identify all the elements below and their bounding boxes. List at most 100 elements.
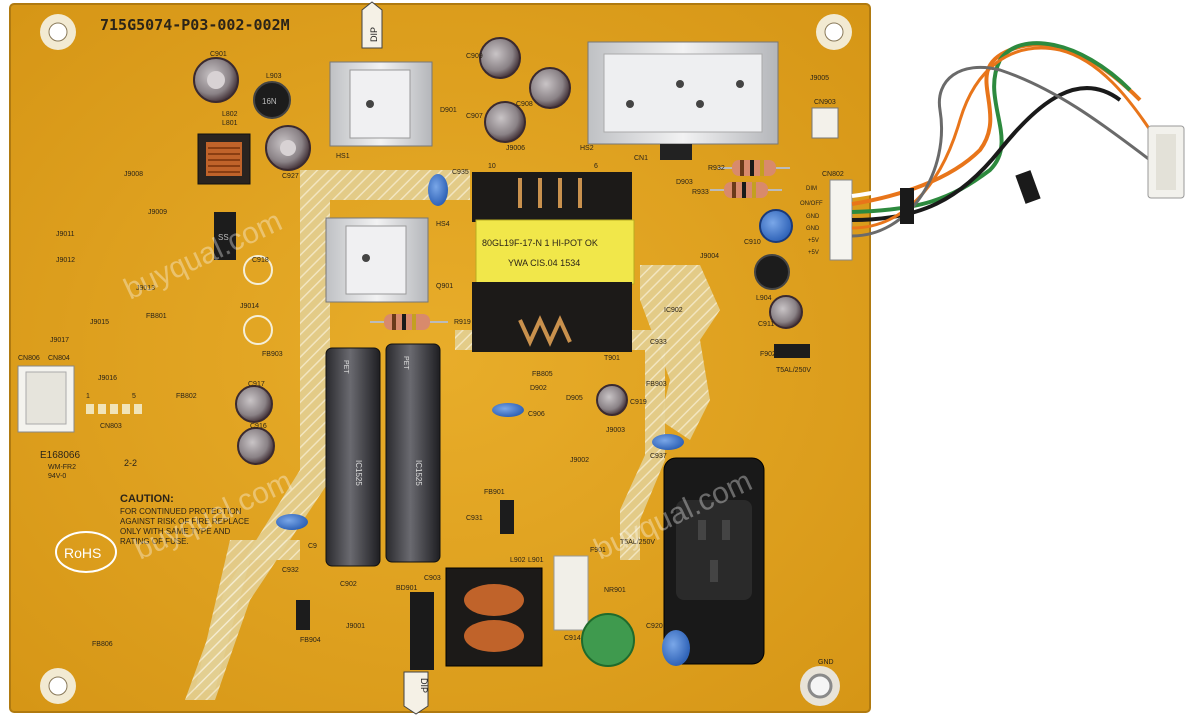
caution-line: ONLY WITH SAME TYPE AND xyxy=(120,527,230,536)
designator: FB802 xyxy=(176,393,197,400)
designator: C919 xyxy=(630,399,647,406)
cap-outline-c918 xyxy=(243,255,273,345)
designator: FB903 xyxy=(262,351,283,358)
svg-text:+5V: +5V xyxy=(808,238,819,244)
capacitor-c927 xyxy=(265,125,311,171)
designator: C906 xyxy=(528,411,545,418)
capacitor-c917 xyxy=(235,385,273,423)
rohs-badge: RoHS xyxy=(55,531,117,573)
designator: 10 xyxy=(488,163,496,170)
capacitor-c911 xyxy=(769,295,803,329)
designator: FB801 xyxy=(146,313,167,320)
designator: L901 xyxy=(528,557,544,564)
designator: C908 xyxy=(516,101,533,108)
connector-cn903 xyxy=(811,107,839,139)
dip-arrow-bottom: DIP xyxy=(403,671,429,715)
designator: J9005 xyxy=(810,75,829,82)
connector-pin-labels: DIM ON/OFF GND GND +5V +5V xyxy=(800,186,823,256)
mounting-hole-top-left xyxy=(40,14,76,50)
designator: J9004 xyxy=(700,253,719,260)
designator: IC902 xyxy=(664,307,683,314)
designator: FB903 xyxy=(646,381,667,388)
designator: C907 xyxy=(466,113,483,120)
fuse-rating-upper: T5AL/250V xyxy=(776,367,811,374)
flame-rating: WM-FR2 xyxy=(48,464,76,471)
designator: Q901 xyxy=(436,283,453,290)
designator: BD901 xyxy=(396,585,418,592)
bulk-capacitor-c903: IC1525 PET xyxy=(385,343,441,563)
designator: NR901 xyxy=(604,587,626,594)
designator: HS4 xyxy=(436,221,450,228)
heatsink-hs1 xyxy=(329,61,433,147)
isolation-zone-bottom xyxy=(195,540,300,690)
cert-number: E168066 xyxy=(40,450,80,461)
x-capacitor-c914 xyxy=(553,555,589,631)
designator: 6 xyxy=(594,163,598,170)
inductor-l904 xyxy=(754,254,790,290)
y-capacitor-c920 xyxy=(662,630,690,666)
designator: CN803 xyxy=(100,423,122,430)
y-capacitor-left xyxy=(276,514,308,530)
designator: C901 xyxy=(210,51,227,58)
designator: J9017 xyxy=(50,337,69,344)
designator: F902 xyxy=(760,351,776,358)
designator: C911 xyxy=(758,321,774,328)
designator: CN806 xyxy=(18,355,40,362)
heatsink-hs2 xyxy=(587,41,779,160)
designator: C909 xyxy=(466,53,483,60)
capacitor-c908 xyxy=(529,67,571,109)
svg-text:DIP: DIP xyxy=(419,678,429,693)
isolation-zone-right xyxy=(640,265,720,440)
board-rev: 2-2 xyxy=(124,458,137,468)
designator: CN1 xyxy=(634,155,648,162)
designator: C9 xyxy=(308,543,317,550)
designator: C931 xyxy=(466,515,483,522)
designator: D905 xyxy=(566,395,583,402)
designator: C937 xyxy=(650,453,667,460)
transformer-label-line1: 80GL19F-17-N 1 HI-POT OK xyxy=(482,238,598,248)
designator: FB901 xyxy=(484,489,505,496)
designator: C910 xyxy=(744,239,761,246)
designator: CN903 xyxy=(814,99,836,106)
svg-text:DIM: DIM xyxy=(806,186,817,192)
designator: J9002 xyxy=(570,457,589,464)
designator: C903 xyxy=(424,575,441,582)
bridge-rectifier-bd901 xyxy=(410,592,434,670)
gnd-label: GND xyxy=(818,659,834,666)
mounting-hole-bottom-left xyxy=(40,668,76,704)
designator: J9011 xyxy=(56,231,75,238)
wire-harness xyxy=(851,41,1152,238)
designator: C902 xyxy=(340,581,357,588)
svg-text:GND: GND xyxy=(806,226,820,232)
designator: L902 xyxy=(510,557,526,564)
designator: FB904 xyxy=(300,637,321,644)
wire-connector-plug xyxy=(1147,125,1185,199)
thermistor-nr901 xyxy=(581,613,635,667)
designator: F901 xyxy=(590,547,606,554)
fuse-f902 xyxy=(774,344,810,358)
designator: C916 xyxy=(250,423,267,430)
svg-text:+5V: +5V xyxy=(808,250,819,256)
designator: D903 xyxy=(676,179,693,186)
designator: 5 xyxy=(132,393,136,400)
capacitor-c910 xyxy=(759,209,793,243)
mounting-hole-top-right xyxy=(816,14,852,50)
y-capacitor-c937 xyxy=(652,434,684,450)
bulk-capacitor-c902: IC1525 PET xyxy=(325,347,381,567)
capacitor-c901 xyxy=(193,57,239,103)
diode-small: SS xyxy=(214,212,236,260)
designator: J9008 xyxy=(124,171,143,178)
mounting-hole-bottom-right xyxy=(800,666,840,706)
designator: L802 xyxy=(222,111,238,118)
capacitor-c907 xyxy=(484,101,526,143)
y-capacitor-c935 xyxy=(428,174,448,206)
designator: J9006 xyxy=(506,145,525,152)
svg-text:ON/OFF: ON/OFF xyxy=(800,201,823,207)
designator: C914 xyxy=(564,635,581,642)
caution-line: AGAINST RISK OF FIRE REPLACE xyxy=(120,517,249,526)
transformer-label-line2: YWA CIS.04 1534 xyxy=(508,258,580,268)
connector-cn803-pads xyxy=(86,404,142,414)
designator: L904 xyxy=(756,295,772,302)
designator: L903 xyxy=(266,73,282,80)
resistor-r933 xyxy=(710,182,782,198)
